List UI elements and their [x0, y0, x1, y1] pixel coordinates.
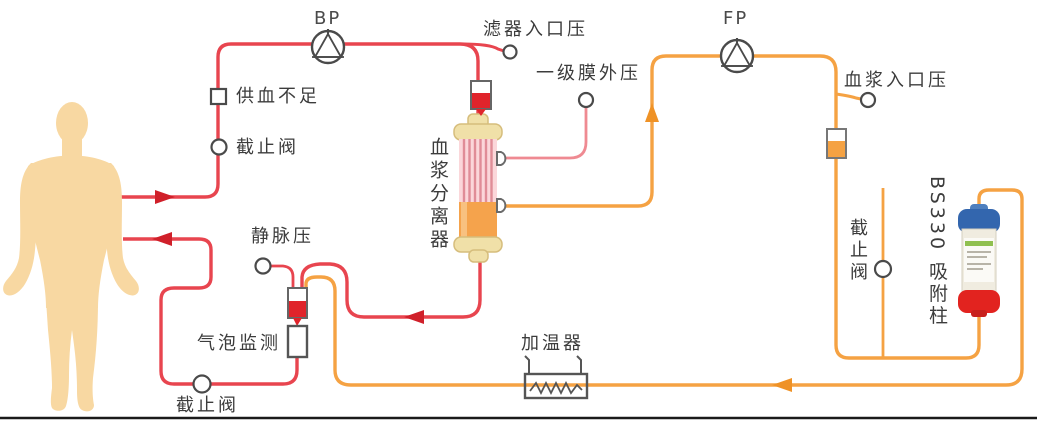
plasma-separator-label: 血浆分离器 [427, 137, 449, 252]
separator-lower-port [496, 198, 507, 213]
filter-inlet-pressure-label: 滤器入口压 [483, 19, 588, 40]
venous-pressure-stub [271, 264, 295, 289]
stop-valve-right-circle [873, 259, 893, 279]
blood-pump-symbol [310, 29, 346, 65]
stop-valve-right-label: 截止阀 [847, 218, 868, 284]
stop-valve-top-circle [210, 138, 228, 156]
column-label-text-lines [967, 251, 991, 270]
membrane-outer-pressure-label: 一级膜外压 [536, 63, 641, 84]
arterial-drip-chamber [470, 80, 492, 116]
heater-prong-right [576, 355, 582, 374]
plasma-pump-label: FP [723, 8, 749, 29]
plasma-separator [453, 113, 507, 263]
plasma-inlet-pressure-label: 血浆入口压 [844, 70, 949, 91]
venous-pressure-sensor [254, 257, 272, 275]
plasma-inlet-pressure-sensor [859, 91, 877, 109]
separator-bottom-nub [468, 249, 489, 263]
arterial-line [113, 42, 480, 199]
separator-stripes [462, 139, 493, 203]
filter-inlet-pressure-stub [461, 42, 505, 53]
arrow-separator-return-left [404, 310, 424, 324]
heater-symbol [523, 355, 589, 400]
membrane-outer-pressure-sensor [577, 91, 595, 109]
heater-box [523, 372, 589, 400]
arrow-plasma-up [645, 103, 659, 122]
stop-valve-top-label: 截止阀 [236, 137, 299, 158]
patient-torso [27, 155, 116, 308]
venous-pressure-label: 静脉压 [251, 226, 314, 247]
bubble-monitor-box [286, 324, 309, 359]
column-blue-cap [958, 209, 1000, 233]
heater-coil [529, 380, 583, 396]
stop-valve-bottom-circle [192, 374, 212, 394]
separator-return-line [300, 258, 482, 319]
separator-top-cap [453, 123, 503, 141]
plasma-drip-chamber [826, 128, 847, 159]
insufficient-blood-supply-label: 供血不足 [236, 86, 320, 107]
adsorption-column-label: BS330 吸附柱 [926, 176, 948, 328]
column-bottom-nub [971, 310, 987, 317]
patient-legs [46, 300, 98, 412]
blood-pump-label: BP [314, 8, 342, 29]
column-label-green-band [965, 241, 993, 246]
plasma-feed-line [505, 54, 981, 360]
separator-lower-highlight [461, 202, 467, 238]
patient-neck [62, 136, 82, 161]
arrow-heater-left [772, 378, 792, 392]
heater-label: 加温器 [521, 333, 584, 354]
blood-supply-sensor-square [209, 87, 228, 106]
arrow-draw-right [155, 190, 175, 204]
patient-body [3, 102, 139, 412]
venous-drip-chamber [287, 287, 308, 326]
adsorption-column [958, 204, 1000, 317]
stop-valve-bottom-label: 截止阀 [176, 395, 239, 416]
heater-prong-left [524, 355, 530, 374]
patient-left-arm [3, 163, 46, 296]
patient-right-arm [96, 163, 139, 296]
column-red-cap [958, 290, 1000, 313]
plasma-pump-symbol [719, 38, 755, 74]
arrow-return-left [152, 232, 172, 246]
filter-inlet-pressure-sensor [502, 44, 518, 60]
separator-upper-port [496, 151, 507, 166]
patient-head [56, 102, 88, 144]
venous-return-line [123, 237, 299, 386]
plasma-return-line [304, 188, 1024, 387]
membrane-pressure-line [505, 106, 588, 160]
plasma-inlet-pressure-stub [835, 92, 862, 101]
bubble-monitor-label: 气泡监测 [197, 333, 281, 354]
